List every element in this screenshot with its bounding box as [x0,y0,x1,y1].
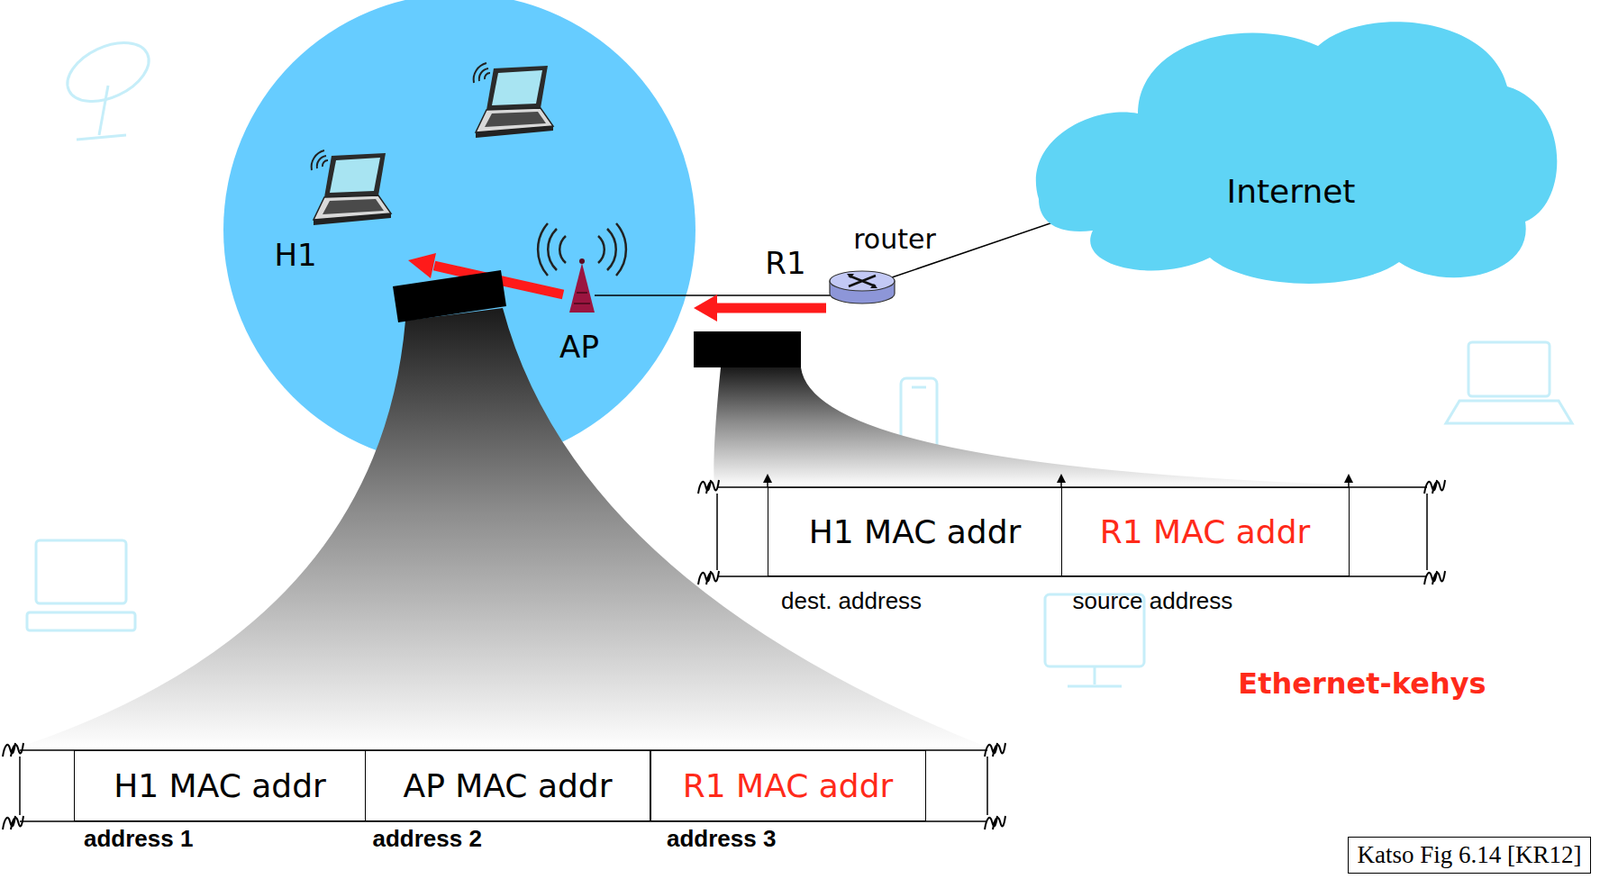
frame-break [984,816,1006,830]
frame-outline [717,479,1428,577]
frame-outline [717,487,1428,577]
frame-break [1424,571,1446,585]
background-clipart [911,386,927,390]
device-label: router [853,226,937,254]
frame-arrow-tick [1344,473,1354,483]
frame-break [2,816,24,830]
address-field: H1 MAC addraddress 1 [73,750,366,822]
frame-arrow [713,303,827,314]
address-field: R1 MAC addrsource address [1061,487,1350,577]
frame-arrow [408,253,437,279]
frame-break [984,743,1006,757]
frame-arrow-tick [763,473,1354,483]
access-point-icon [537,223,627,313]
field-caption: address 1 [83,826,193,853]
frame-break [698,480,719,494]
access-point-icon [569,263,595,313]
frame-marker [392,270,507,323]
field-text: H1 MAC addr [113,767,327,805]
background-clipart [36,540,127,604]
wire [594,294,834,297]
access-point-icon [573,302,591,305]
device-label: AP [559,331,600,363]
field-text: R1 MAC addr [1100,513,1311,551]
frame-break [1424,480,1446,494]
frame-marker [693,331,801,368]
address-field: H1 MAC addrdest. address [767,487,1063,577]
frame-break [2,743,24,757]
field-text: Internet [1227,172,1356,210]
background-clipart [1445,400,1573,424]
router-icon [870,283,878,289]
background-clipart [1093,666,1097,685]
reference-box: Katso Fig 6.14 [KR12] [1347,836,1591,874]
field-caption: address 2 [372,826,482,853]
background-clipart [1468,342,1550,397]
frame-title: Ethernet-kehys [1237,669,1486,699]
frame-arrow-tick [1056,473,1066,483]
background-clipart [27,612,136,631]
access-point-icon [579,258,585,264]
address-field: AP MAC addraddress 2 [364,750,652,822]
field-caption: source address [1072,588,1234,615]
access-point-icon [576,291,588,294]
background-clipart [58,30,159,113]
router-icon [846,273,855,279]
host-label: H1 [273,239,317,271]
field-caption: address 3 [666,826,776,853]
laptop-icon [311,150,391,226]
router-name: R1 [764,247,806,279]
background-clipart [76,135,127,140]
address-field: R1 MAC addraddress 3 [649,750,927,822]
background-clipart [1067,685,1122,689]
field-text: H1 MAC addr [809,513,1022,551]
router-icon [829,271,895,291]
field-text: Katso Fig 6.14 [KR12] [1357,841,1582,870]
laptop-icon [473,63,554,138]
background-clipart [99,85,109,136]
frame-outline [19,750,988,822]
cloud-shape [1020,5,1562,286]
frame-break [698,571,719,585]
field-text: R1 MAC addr [682,767,894,805]
router-icon [848,275,876,287]
router-icon [829,271,895,304]
cloud-outline [1036,21,1557,284]
frame-arrow-tick [763,473,773,483]
field-caption: dest. address [781,588,922,615]
zoom-cone [713,367,1429,488]
frame-outline [19,750,988,822]
field-text: AP MAC addr [403,767,613,805]
internet-cloud: Internet [1020,5,1562,286]
frame-arrow [693,294,718,322]
